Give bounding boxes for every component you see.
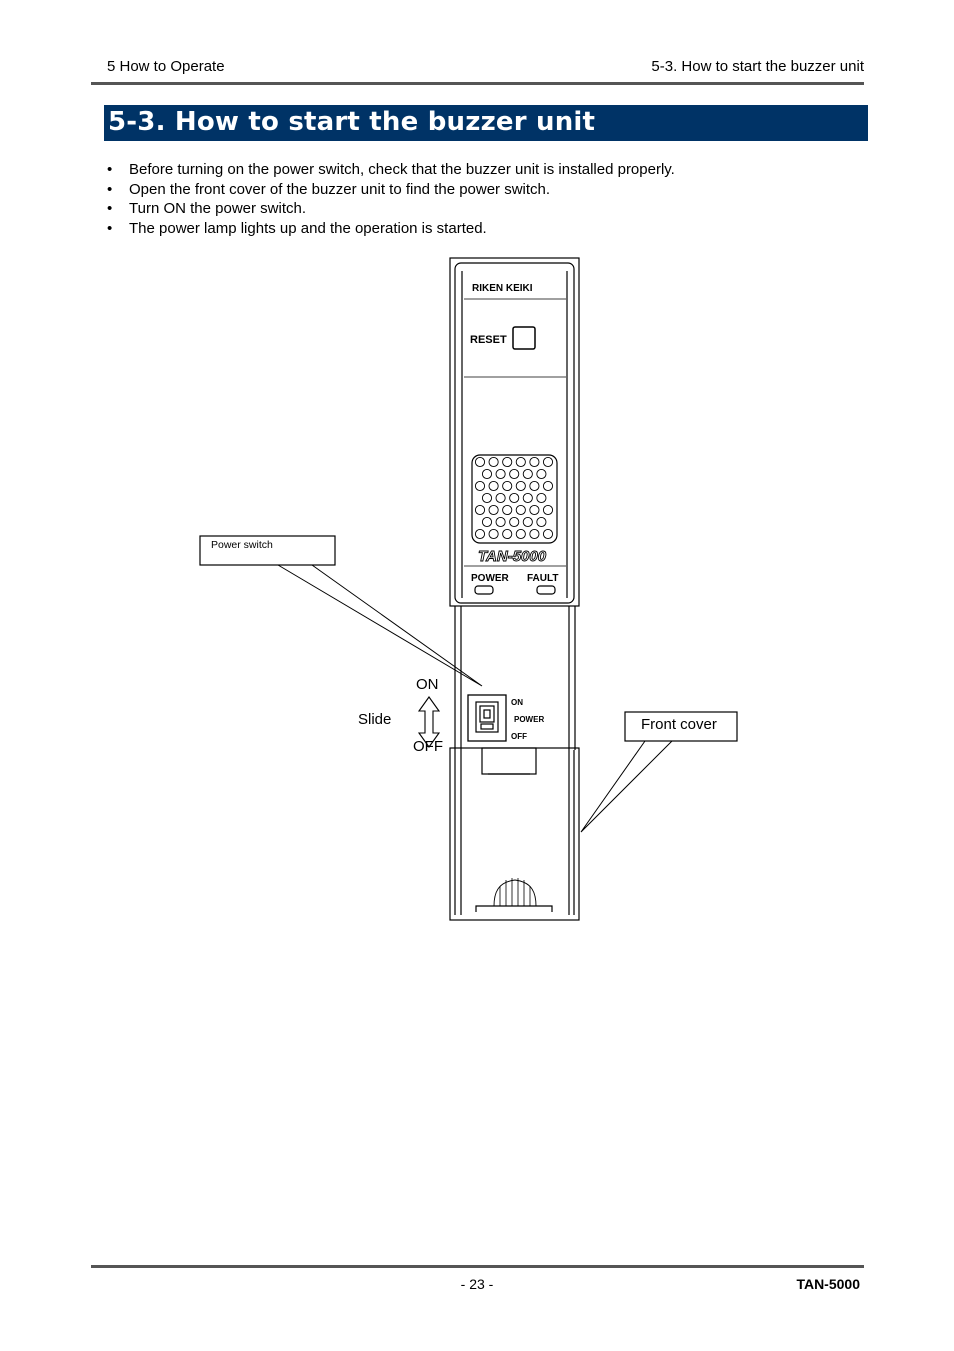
slide-on-label: ON bbox=[416, 676, 439, 693]
speaker-grille bbox=[471, 454, 558, 544]
grille-hole bbox=[474, 456, 486, 468]
unit-body-outer bbox=[449, 257, 580, 607]
grille-hole bbox=[536, 492, 547, 504]
grille-hole bbox=[522, 516, 533, 528]
grille-hole bbox=[536, 516, 547, 528]
grille-hole bbox=[509, 492, 520, 504]
list-item: The power lamp lights up and the operati… bbox=[107, 219, 675, 239]
header-chapter: 5 How to Operate bbox=[107, 58, 225, 75]
grille-hole bbox=[536, 468, 547, 480]
switch-off-label: OFF bbox=[511, 732, 527, 741]
grille-hole bbox=[488, 456, 499, 468]
grille-hole bbox=[542, 480, 554, 492]
grille-hole bbox=[488, 504, 499, 516]
grille-hole bbox=[481, 516, 493, 528]
grille-hole bbox=[542, 504, 554, 516]
list-item: Before turning on the power switch, chec… bbox=[107, 160, 675, 180]
grille-hole bbox=[495, 516, 506, 528]
switch-on-label: ON bbox=[511, 698, 523, 707]
grille-hole bbox=[481, 492, 493, 504]
model-logo: TAN-5000 bbox=[478, 548, 547, 565]
fault-lamp-label: FAULT bbox=[527, 573, 558, 584]
grille-hole bbox=[515, 480, 526, 492]
reset-label: RESET bbox=[470, 334, 507, 346]
footer-model: TAN-5000 bbox=[796, 1276, 860, 1292]
slide-off-label: OFF bbox=[413, 738, 443, 755]
header-rule bbox=[91, 82, 864, 85]
grille-hole bbox=[502, 504, 513, 516]
header-section: 5-3. How to start the buzzer unit bbox=[651, 58, 864, 75]
page-number: - 23 - bbox=[460, 1276, 494, 1292]
grille-hole bbox=[488, 528, 499, 540]
grille-hole bbox=[529, 480, 540, 492]
callout-power-switch-box bbox=[199, 535, 336, 566]
callout-power-switch-text: Power switch bbox=[211, 539, 273, 551]
grille-hole bbox=[474, 480, 486, 492]
grille-hole bbox=[542, 456, 554, 468]
callout-front-cover-text: Front cover bbox=[641, 716, 717, 733]
power-lamp-label: POWER bbox=[471, 573, 510, 584]
grille-hole bbox=[488, 480, 499, 492]
section-title-bar: 5-3. How to start the buzzer unit bbox=[104, 105, 868, 141]
grille-hole bbox=[515, 504, 526, 516]
grille-hole bbox=[515, 528, 526, 540]
reset-button bbox=[512, 326, 536, 350]
callout-power-switch-pointer bbox=[277, 564, 483, 687]
callout-front-cover-pointer bbox=[580, 740, 673, 833]
unit-body-inner bbox=[454, 262, 575, 604]
callout-front-cover-box bbox=[624, 711, 738, 742]
grille-hole bbox=[474, 504, 486, 516]
list-item: Turn ON the power switch. bbox=[107, 199, 675, 219]
grille-hole bbox=[522, 492, 533, 504]
footer-rule bbox=[91, 1265, 864, 1268]
switch-power-label: POWER bbox=[514, 715, 544, 724]
grille-hole bbox=[529, 456, 540, 468]
list-item: Open the front cover of the buzzer unit … bbox=[107, 180, 675, 200]
grille-hole bbox=[542, 528, 554, 540]
power-lamp bbox=[474, 585, 494, 595]
fault-lamp bbox=[536, 585, 556, 595]
grille-hole bbox=[474, 528, 486, 540]
section-title: 5-3. How to start the buzzer unit bbox=[108, 107, 596, 137]
grille-hole bbox=[495, 468, 506, 480]
grille-hole bbox=[515, 456, 526, 468]
grille-hole bbox=[529, 528, 540, 540]
grille-hole bbox=[495, 492, 506, 504]
grille-hole bbox=[502, 480, 513, 492]
grille-hole bbox=[509, 516, 520, 528]
grille-hole bbox=[529, 504, 540, 516]
grille-hole bbox=[481, 468, 493, 480]
grille-hole bbox=[502, 528, 513, 540]
grille-hole bbox=[509, 468, 520, 480]
instruction-list: Before turning on the power switch, chec… bbox=[107, 160, 675, 239]
power-switch bbox=[467, 694, 507, 742]
grille-hole bbox=[522, 468, 533, 480]
brand-logo: RIKEN KEIKI bbox=[472, 283, 533, 294]
grille-hole bbox=[502, 456, 513, 468]
cover-latch bbox=[481, 747, 537, 775]
slide-arrow bbox=[417, 696, 441, 748]
slide-label: Slide bbox=[358, 711, 391, 728]
